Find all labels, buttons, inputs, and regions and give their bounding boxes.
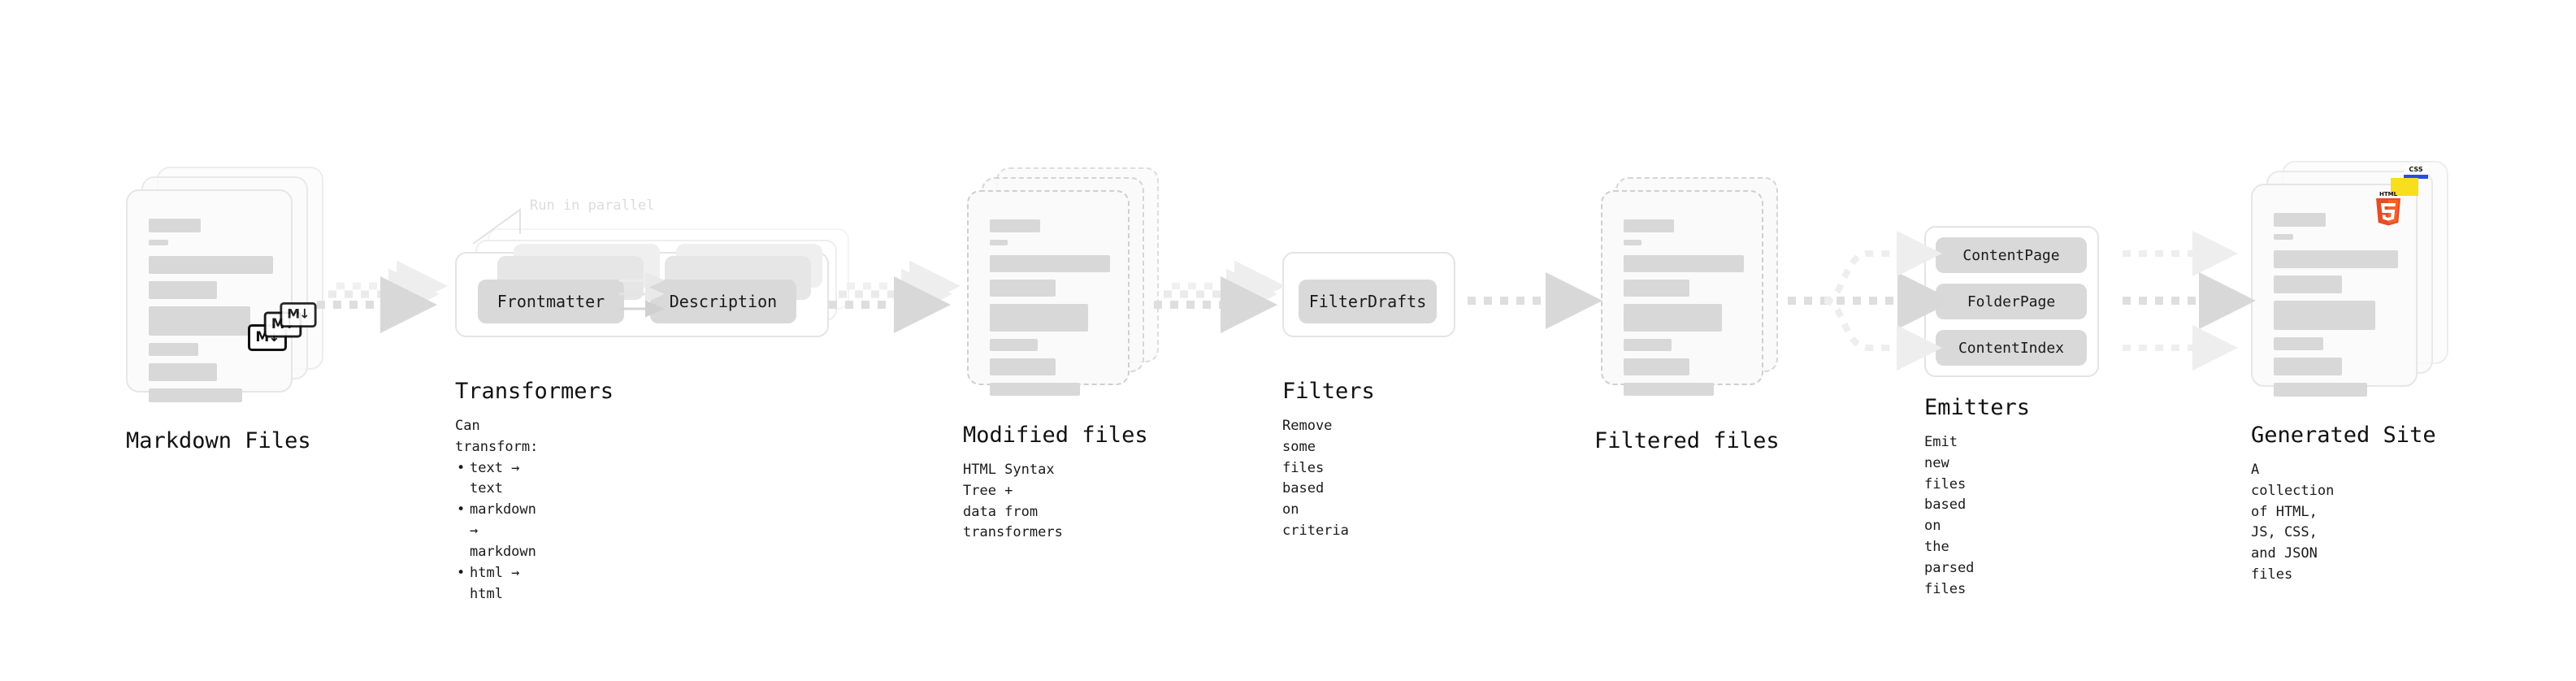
stage-subtitle-filters: Remove some files based on criteria: [1282, 418, 1349, 540]
javascript-badge-icon: [2391, 178, 2418, 196]
transform-item-markdown: markdown → markdown: [470, 500, 538, 562]
css3-badge-icon: CSS: [2404, 166, 2428, 179]
svg-text:HTML: HTML: [2379, 191, 2398, 197]
stage-subtitle-modified-files: HTML Syntax Tree + data from transformer…: [963, 462, 1063, 541]
card-skeleton: [990, 219, 1110, 403]
transform-item-html: html → html: [470, 563, 538, 605]
stage-title-filters: Filters: [1282, 379, 1375, 404]
html5-badge-icon: HTML: [2373, 189, 2404, 226]
arrow-right-icon-modified-to-filters: [1154, 260, 1286, 333]
stage-title-transformers: Transformers: [455, 379, 614, 404]
filter-pill-filterdrafts[interactable]: FilterDrafts: [1299, 280, 1437, 323]
run-in-parallel-label: Run in parallel: [530, 197, 655, 214]
stage-title-emitters: Emitters: [1924, 395, 2031, 420]
arrow-right-icon-emitters-to-site: [2123, 231, 2256, 371]
emitter-pill-contentpage[interactable]: ContentPage: [1936, 237, 2087, 273]
card-skeleton: [1624, 219, 1744, 403]
stage-title-markdown-files: Markdown Files: [126, 428, 311, 453]
file-card-front: [967, 190, 1130, 396]
card-skeleton: [149, 219, 273, 410]
arrow-right-icon-md-to-transformers: [317, 260, 448, 333]
transform-lead: Can transform:: [455, 418, 539, 455]
stage-title-generated-site: Generated Site: [2251, 423, 2436, 448]
file-card-front: [126, 189, 293, 402]
stage-subtitle-emitters: Emit new files based on the parsed files: [1924, 434, 1975, 597]
emitter-pill-contentindex[interactable]: ContentIndex: [1936, 330, 2087, 366]
transformer-pill-frontmatter[interactable]: Frontmatter: [478, 280, 624, 323]
card-skeleton: [2274, 213, 2398, 404]
file-card-front: [1601, 190, 1763, 396]
markdown-badge-icon-back: M↓: [280, 301, 317, 328]
emitter-pill-folderpage[interactable]: FolderPage: [1936, 284, 2087, 319]
stage-title-filtered-files: Filtered files: [1594, 428, 1780, 453]
stage-title-modified-files: Modified files: [963, 423, 1148, 448]
transform-item-text: text → text: [470, 458, 538, 501]
transformers-capability-list: Can transform: text → text markdown → ma…: [455, 416, 538, 605]
transformer-pill-description[interactable]: Description: [650, 280, 796, 323]
stage-subtitle-generated-site: A collection of HTML, JS, CSS, and JSON …: [2251, 462, 2335, 583]
file-card-front: [2251, 184, 2418, 397]
arrow-right-icon-filtered-to-emitters: [1788, 231, 1954, 371]
